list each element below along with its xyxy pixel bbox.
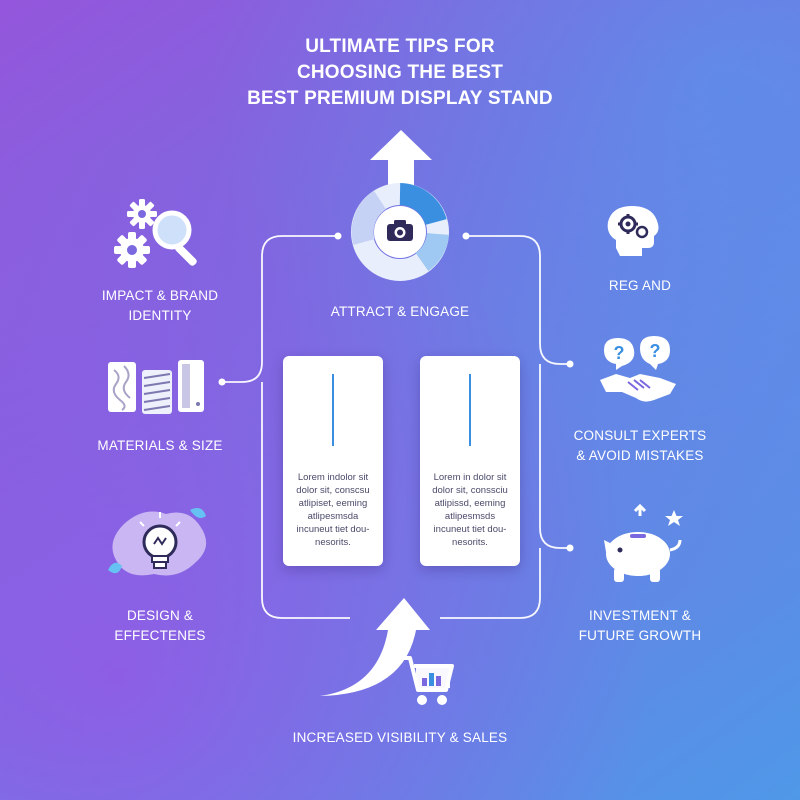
connector-dot — [566, 544, 574, 552]
tip-materials-size: MATERIALS & SIZE — [97, 438, 223, 453]
gears-magnifier-icon — [114, 199, 197, 268]
connector-dot — [566, 360, 574, 368]
info-card-right: Lorem in dolor sit dolor sit, conssciu a… — [420, 356, 520, 566]
donut-camera-icon — [351, 183, 449, 281]
tip-investment-growth: INVESTMENT & FUTURE GROWTH — [578, 608, 702, 643]
lightbulb-icon — [108, 508, 207, 576]
material-samples-icon — [108, 360, 204, 414]
svg-text:?: ? — [650, 341, 661, 361]
shopping-cart-icon — [400, 656, 454, 705]
card-text: Lorem in dolor sit dolor sit, conssciu a… — [432, 472, 508, 548]
tip-consult-experts: CONSULT EXPERTS & AVOID MISTAKES — [573, 428, 707, 463]
increased-visibility-sales-label: INCREASED VISIBILITY & SALES — [292, 730, 508, 745]
tip-reg-and: REG AND — [608, 278, 672, 293]
connector-dot — [462, 232, 470, 240]
tip-impact-brand-identity: IMPACT & BRAND IDENTITY — [101, 288, 219, 323]
card-text: Lorem indolor sit dolor sit, conscsu atl… — [296, 472, 370, 548]
card-accent-bar — [332, 374, 334, 446]
head-gears-icon — [607, 206, 659, 256]
connector-dot — [334, 232, 342, 240]
svg-text:?: ? — [614, 343, 625, 363]
attract-engage-label: ATTRACT & ENGAGE — [330, 304, 470, 319]
arrow-up-icon — [370, 130, 432, 190]
title-line-2: CHOOSING THE BEST — [296, 62, 504, 83]
card-accent-bar — [469, 374, 471, 446]
tip-design-effectiveness: DESIGN & EFFECTENES — [114, 608, 206, 643]
connector-dot — [218, 378, 226, 386]
piggy-bank-icon — [604, 504, 683, 582]
page-title: ULTIMATE TIPS FOR CHOOSING THE BEST BEST… — [0, 34, 800, 112]
curved-arrow-up-icon — [320, 598, 430, 696]
handshake-question-icon: ? ? — [600, 336, 676, 402]
title-line-3: BEST PREMIUM DISPLAY STAND — [247, 88, 553, 109]
title-line-1: ULTIMATE TIPS FOR — [305, 36, 495, 57]
info-card-left: Lorem indolor sit dolor sit, conscsu atl… — [283, 356, 383, 566]
